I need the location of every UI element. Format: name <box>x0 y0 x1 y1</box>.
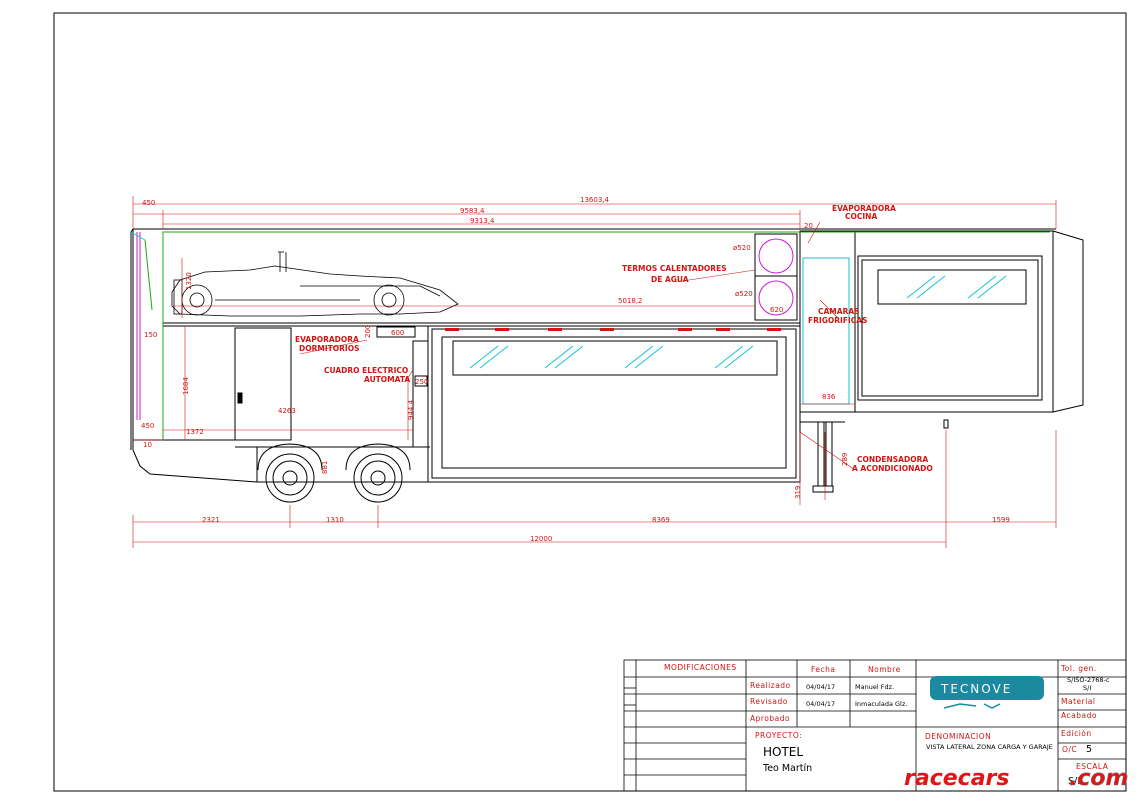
label-evap-dorm-1: EVAPORADORA <box>295 335 359 344</box>
annotation-labels: EVAPORADORA COCINA TERMOS CALENTADORES D… <box>295 204 933 473</box>
tb-escala-label: ESCALA <box>1076 762 1109 771</box>
label-termos-2: DE AGUA <box>651 275 689 284</box>
front-ladder <box>130 231 153 420</box>
label-condensadora-1: CONDENSADORA <box>857 455 928 464</box>
tb-tol-sub: S/I <box>1083 684 1091 692</box>
dim-top-13603: 13603,4 <box>580 196 609 204</box>
tb-oc-value: 5 <box>1086 744 1092 755</box>
tb-realizado-fecha: 04/04/17 <box>806 683 835 691</box>
dim-bottom-8369: 8369 <box>652 516 670 524</box>
dim-top-9313: 9313,4 <box>470 217 495 225</box>
water-heaters <box>754 233 798 321</box>
tb-proyecto-label: PROYECTO: <box>755 731 802 740</box>
label-evap-dorm-2: DORMITORIOS <box>299 344 359 353</box>
dim-top-9583: 9583,4 <box>460 207 485 215</box>
green-outline <box>162 231 1050 440</box>
dim-d520-b: ø520 <box>735 290 753 298</box>
sheet-frame <box>53 12 1127 792</box>
dim-10: 10 <box>143 441 152 449</box>
tb-oc-label: O/C <box>1062 745 1077 754</box>
tb-tol-gen: Tol. gen. <box>1060 664 1097 673</box>
dim-150: 150 <box>144 331 157 339</box>
dim-d520-a: ø520 <box>733 244 751 252</box>
tb-revisado: Revisado <box>750 697 788 706</box>
dim-top-20: 20 <box>804 222 813 230</box>
label-evaporadora-cocina-1: EVAPORADORA <box>832 204 896 213</box>
watermark-com: .com <box>1069 766 1128 791</box>
label-evaporadora-cocina-2: COCINA <box>845 212 877 221</box>
wheels <box>257 443 411 503</box>
tb-realizado-nombre: Manuel Fdz. <box>855 683 894 691</box>
dim-top-450: 450 <box>142 199 155 207</box>
title-block-texts: MODIFICACIONES Fecha Nombre Realizado Re… <box>664 663 1110 787</box>
title-block <box>623 659 1127 792</box>
dim-620: 620 <box>770 306 783 314</box>
dim-1684: 1684 <box>182 377 190 395</box>
tb-escala-value: S/E <box>1068 776 1083 787</box>
dim-944: 944,4 <box>407 399 415 420</box>
dim-319: 319 <box>794 486 802 499</box>
dimension-lines <box>132 196 1057 548</box>
brand-logo: TECNOVE <box>930 676 1044 709</box>
tb-fecha: Fecha <box>811 665 836 674</box>
dim-881: 881 <box>321 461 329 474</box>
watermark-racecars: racecars <box>904 766 1010 791</box>
label-cuadro-1: CUADRO ELECTRICO <box>324 366 408 375</box>
race-car <box>171 251 459 317</box>
tb-denominacion-label: DENOMINACION <box>925 732 991 741</box>
label-camaras-1: CAMARAS <box>818 307 860 316</box>
dim-bottom-2321: 2321 <box>202 516 220 524</box>
tb-proyecto-client: Teo Martín <box>762 763 812 774</box>
tb-modificaciones: MODIFICACIONES <box>664 663 737 672</box>
dim-250: 250 <box>415 378 428 386</box>
tb-edicion: Edición <box>1061 729 1092 738</box>
dim-289: 289 <box>841 453 849 466</box>
dim-600: 600 <box>391 329 404 337</box>
tb-revisado-fecha: 04/04/17 <box>806 700 835 708</box>
dim-1320: 1320 <box>185 272 193 290</box>
dim-bottom-1310: 1310 <box>326 516 344 524</box>
dim-836: 836 <box>822 393 836 401</box>
tb-denominacion-value: VISTA LATERAL ZONA CARGA Y GARAJE <box>926 743 1053 751</box>
tb-aprobado: Aprobado <box>750 714 790 723</box>
label-cuadro-2: AUTOMATA <box>364 375 410 384</box>
dim-450-low: 450 <box>141 422 154 430</box>
tb-acabado: Acabado <box>1061 711 1097 720</box>
dim-bottom-12000: 12000 <box>530 535 552 543</box>
marker-lights <box>445 328 781 331</box>
tb-realizado: Realizado <box>750 681 791 690</box>
dim-200: 200 <box>364 325 372 338</box>
dim-5018: 5018,2 <box>618 297 643 305</box>
label-termos-1: TERMOS CALENTADORES <box>622 264 727 273</box>
tb-nombre: Nombre <box>868 665 901 674</box>
cyan-details <box>469 257 1007 405</box>
tb-tol-value: S/ISO-2768-c <box>1067 676 1110 684</box>
tb-proyecto-name: HOTEL <box>763 745 803 759</box>
tb-material: Material <box>1061 697 1095 706</box>
brand-name: TECNOVE <box>940 682 1012 696</box>
tb-revisado-nombre: Inmaculada Glz. <box>855 700 907 708</box>
dim-4263: 4263 <box>278 407 296 415</box>
label-condensadora-2: A ACONDICIONADO <box>852 464 933 473</box>
dimension-texts: 450 13603,4 9583,4 9313,4 20 ø520 ø520 6… <box>141 196 1010 543</box>
label-camaras-2: FRIGORIFICAS <box>808 316 867 325</box>
dim-1372: 1372 <box>186 428 204 436</box>
dim-bottom-1599: 1599 <box>992 516 1010 524</box>
watermark: racecars .com <box>904 766 1129 792</box>
